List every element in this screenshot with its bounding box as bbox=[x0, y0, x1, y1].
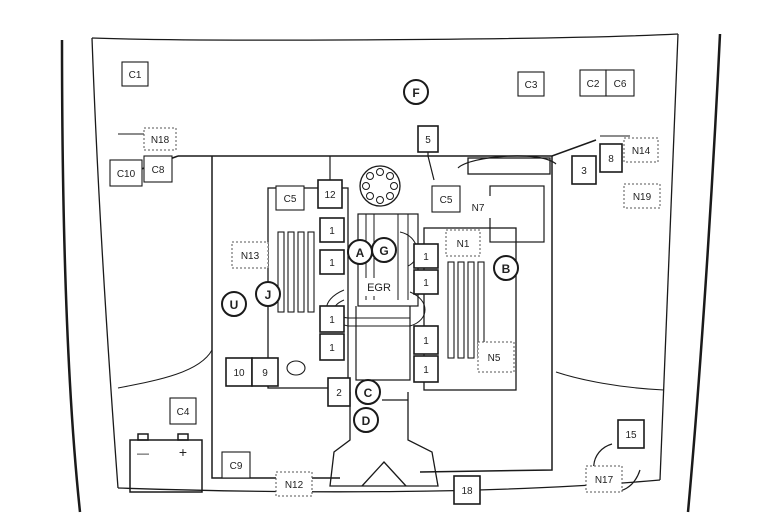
label-box-3: 3 bbox=[571, 155, 597, 185]
label-box-2: 2 bbox=[327, 377, 351, 407]
circle-label-f: F bbox=[403, 79, 429, 105]
solid-label-group: C1 C3 C2 C6 C10 C8 3 8 5 12 C5 C5 1 1 1 … bbox=[109, 61, 645, 505]
label-box-1-h: 1 bbox=[413, 355, 439, 383]
label-box-1-b: 1 bbox=[319, 249, 345, 275]
label-box-n5: N5 bbox=[477, 341, 515, 373]
label-box-n12: N12 bbox=[275, 471, 313, 497]
circle-label-group: F A G B J U C D bbox=[221, 79, 519, 433]
label-box-c2: C2 bbox=[579, 69, 607, 97]
vehicle-body-outline bbox=[60, 33, 722, 513]
svg-text:C10: C10 bbox=[117, 169, 136, 180]
label-box-n17: N17 bbox=[585, 465, 623, 493]
svg-text:12: 12 bbox=[324, 190, 336, 201]
circle-label-b: B bbox=[493, 255, 519, 281]
label-box-n7: N7 bbox=[464, 196, 492, 218]
svg-text:N7: N7 bbox=[472, 203, 485, 214]
label-box-18: 18 bbox=[453, 475, 481, 505]
svg-text:9: 9 bbox=[262, 368, 268, 379]
label-box-n1: N1 bbox=[445, 229, 481, 257]
svg-text:N5: N5 bbox=[488, 353, 501, 364]
svg-text:D: D bbox=[362, 414, 371, 428]
label-box-c8: C8 bbox=[143, 155, 173, 183]
svg-text:C9: C9 bbox=[230, 461, 243, 472]
svg-text:C4: C4 bbox=[177, 407, 190, 418]
label-box-c6: C6 bbox=[605, 69, 635, 97]
svg-text:C1: C1 bbox=[129, 70, 142, 81]
svg-text:C8: C8 bbox=[152, 165, 165, 176]
svg-text:N18: N18 bbox=[151, 135, 170, 146]
svg-text:B: B bbox=[502, 262, 511, 276]
svg-text:C6: C6 bbox=[614, 79, 627, 90]
label-box-12: 12 bbox=[317, 179, 343, 209]
svg-text:2: 2 bbox=[336, 388, 342, 399]
svg-text:1: 1 bbox=[329, 315, 335, 326]
label-box-c5-right: C5 bbox=[431, 185, 461, 213]
circle-label-d: D bbox=[353, 407, 379, 433]
circle-label-a: A bbox=[347, 239, 373, 265]
svg-text:15: 15 bbox=[625, 430, 637, 441]
label-box-c3: C3 bbox=[517, 71, 545, 97]
label-box-n18: N18 bbox=[143, 127, 177, 151]
svg-text:8: 8 bbox=[608, 154, 614, 165]
label-box-1-f: 1 bbox=[413, 269, 439, 295]
label-box-c9: C9 bbox=[221, 451, 251, 479]
svg-text:N12: N12 bbox=[285, 480, 304, 491]
svg-text:N17: N17 bbox=[595, 475, 614, 486]
label-box-5: 5 bbox=[417, 125, 439, 153]
battery: — + bbox=[129, 433, 203, 493]
left-cylinder-ribs bbox=[277, 231, 315, 313]
battery-plus-label: + bbox=[179, 444, 187, 460]
label-box-c10: C10 bbox=[109, 159, 143, 187]
label-box-10: 10 bbox=[225, 357, 253, 387]
svg-text:18: 18 bbox=[461, 486, 473, 497]
egr-label: EGR bbox=[367, 282, 391, 294]
dotted-label-group: N18 N14 N19 N7 N1 N13 N5 N12 N17 bbox=[143, 127, 661, 497]
svg-text:5: 5 bbox=[425, 135, 431, 146]
svg-text:C5: C5 bbox=[284, 194, 297, 205]
label-box-n13: N13 bbox=[231, 241, 269, 269]
label-box-c1: C1 bbox=[121, 61, 149, 87]
svg-text:C2: C2 bbox=[587, 79, 600, 90]
circle-label-u: U bbox=[221, 291, 247, 317]
label-box-c5-left: C5 bbox=[275, 185, 305, 211]
svg-text:1: 1 bbox=[423, 365, 429, 376]
label-box-8: 8 bbox=[599, 143, 623, 173]
label-box-1-c: 1 bbox=[319, 305, 345, 333]
svg-text:J: J bbox=[265, 288, 272, 302]
svg-text:1: 1 bbox=[423, 336, 429, 347]
label-box-15: 15 bbox=[617, 419, 645, 449]
svg-text:1: 1 bbox=[329, 226, 335, 237]
egr-label-group: EGR bbox=[364, 278, 394, 296]
svg-text:C3: C3 bbox=[525, 80, 538, 91]
label-box-1-d: 1 bbox=[319, 333, 345, 361]
label-box-1-g: 1 bbox=[413, 325, 439, 355]
label-box-9: 9 bbox=[251, 357, 279, 387]
svg-text:U: U bbox=[230, 298, 239, 312]
battery-minus-label: — bbox=[137, 446, 149, 460]
svg-text:1: 1 bbox=[329, 258, 335, 269]
label-box-n14: N14 bbox=[623, 137, 659, 163]
svg-text:N19: N19 bbox=[633, 192, 652, 203]
svg-text:A: A bbox=[356, 246, 365, 260]
svg-text:G: G bbox=[379, 244, 388, 258]
circle-label-j: J bbox=[255, 281, 281, 307]
svg-text:N1: N1 bbox=[457, 239, 470, 250]
svg-text:1: 1 bbox=[423, 252, 429, 263]
svg-text:3: 3 bbox=[581, 166, 587, 177]
svg-text:1: 1 bbox=[329, 343, 335, 354]
svg-text:C: C bbox=[364, 386, 373, 400]
svg-text:F: F bbox=[412, 86, 419, 100]
label-box-c4: C4 bbox=[169, 397, 197, 425]
circle-label-g: G bbox=[371, 237, 397, 263]
circle-label-c: C bbox=[355, 379, 381, 405]
label-box-1-a: 1 bbox=[319, 217, 345, 243]
svg-text:N14: N14 bbox=[632, 146, 651, 157]
label-box-1-e: 1 bbox=[413, 243, 439, 269]
svg-text:N13: N13 bbox=[241, 251, 260, 262]
svg-text:C5: C5 bbox=[440, 195, 453, 206]
svg-text:10: 10 bbox=[233, 368, 245, 379]
label-box-n19: N19 bbox=[623, 183, 661, 209]
svg-text:1: 1 bbox=[423, 278, 429, 289]
